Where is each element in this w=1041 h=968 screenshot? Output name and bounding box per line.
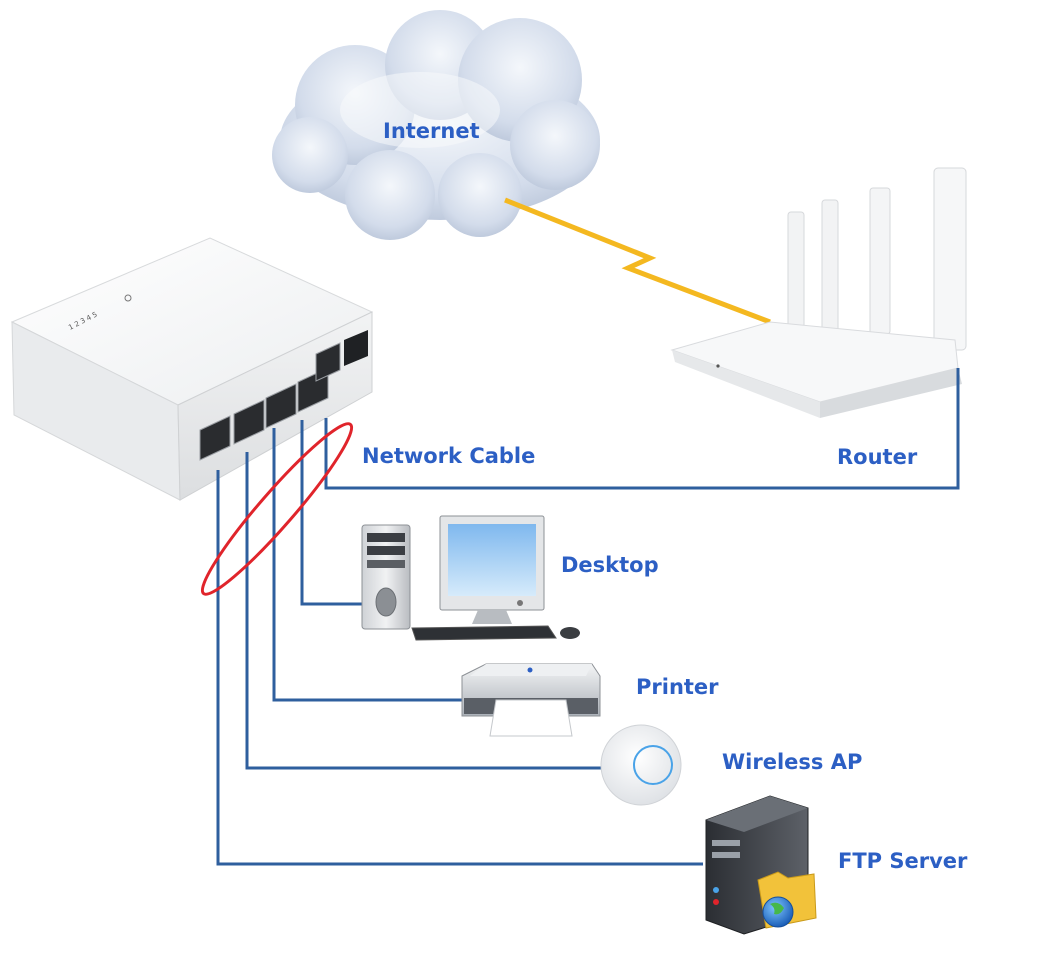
cable-ftp-server [216,470,703,866]
cable-highlight-ellipse [200,422,354,596]
switch-ports [199,342,341,461]
desktop-label: Desktop [561,553,659,577]
internet-cloud-icon [272,10,600,240]
cable-router [324,368,960,490]
printer-label: Printer [636,675,719,699]
ftp-server-icon [705,795,817,935]
cable-wireless-ap [245,452,605,770]
wireless-ap-label: Wireless AP [722,750,862,774]
network-cable-label: Network Cable [362,444,535,468]
printer-icon [461,663,601,737]
cable-desktop [300,420,365,606]
internet-label: Internet [383,119,480,143]
wan-link [504,197,771,325]
labels: Internet Network Cable Router Desktop Pr… [362,119,968,873]
network-cables [216,368,960,866]
desktop-computer-icon [361,515,580,641]
wireless-access-point-icon [600,724,682,806]
router-icon [670,167,967,418]
switch-icon: 1 2 3 4 5 [10,237,374,501]
cable-printer [272,428,462,702]
ftp-server-label: FTP Server [838,849,968,873]
router-label: Router [837,445,918,469]
